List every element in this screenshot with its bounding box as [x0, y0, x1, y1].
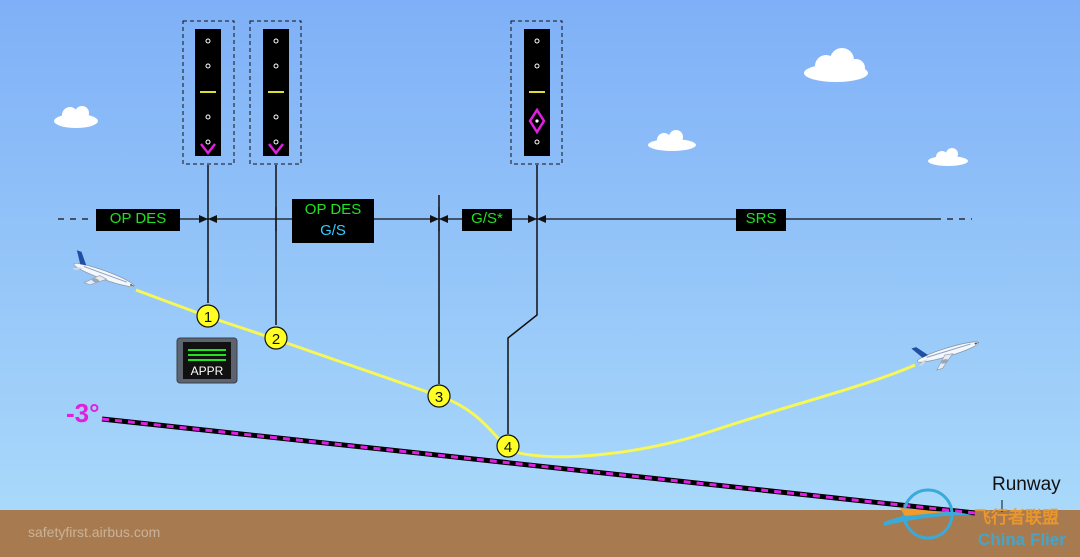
cloud-icon: [54, 106, 98, 128]
checkpoint-badge-3: 3: [427, 384, 451, 408]
svg-text:2: 2: [272, 331, 280, 348]
appr-label: APPR: [191, 364, 224, 378]
appr-pushbutton-icon: APPR: [176, 337, 238, 384]
mode-op-des-gs-line1: OP DES: [304, 201, 362, 218]
mode-gs-capture-label: G/S*: [471, 210, 503, 227]
glide-angle-label: -3°: [66, 398, 100, 428]
glideslope-diamond-icon: [528, 107, 546, 135]
svg-text:3: 3: [435, 389, 443, 406]
runway-label: Runway: [992, 474, 1061, 495]
cloud-icon: [928, 148, 968, 166]
glideslope-chevron-icon: [200, 143, 216, 156]
checkpoint-badge-1: 1: [196, 304, 220, 328]
mode-op-des-gs-line2: G/S: [320, 222, 346, 239]
fma-timeline: [58, 207, 972, 231]
glide-slope-line: [101, 416, 976, 516]
watermark-text: safetyfirst.airbus.com: [28, 524, 161, 540]
deviation-scale-2: [249, 20, 302, 165]
cloud-icon: [648, 130, 696, 151]
checkpoint-badge-4: 4: [496, 434, 520, 458]
mode-op-des-1-label: OP DES: [109, 210, 167, 227]
mode-op-des-gs: OP DES G/S: [292, 199, 374, 243]
mode-op-des-1: OP DES: [96, 209, 180, 231]
checkpoint-badge-2: 2: [264, 326, 288, 350]
svg-text:4: 4: [504, 439, 512, 456]
deviation-scale-1: [182, 20, 235, 165]
cloud-icon: [804, 48, 868, 82]
flight-path: [135, 288, 916, 459]
mode-srs: SRS: [736, 209, 786, 231]
svg-text:飞行者联盟: 飞行者联盟: [974, 507, 1059, 528]
svg-text:1: 1: [204, 309, 212, 326]
deviation-scale-3: [510, 20, 563, 165]
mode-gs-capture: G/S*: [462, 209, 512, 231]
glideslope-chevron-icon: [268, 143, 284, 156]
svg-text:China Flier: China Flier: [978, 530, 1066, 549]
mode-srs-label: SRS: [745, 210, 777, 227]
china-flier-logo: 飞行者联盟 China Flier: [884, 488, 1066, 549]
